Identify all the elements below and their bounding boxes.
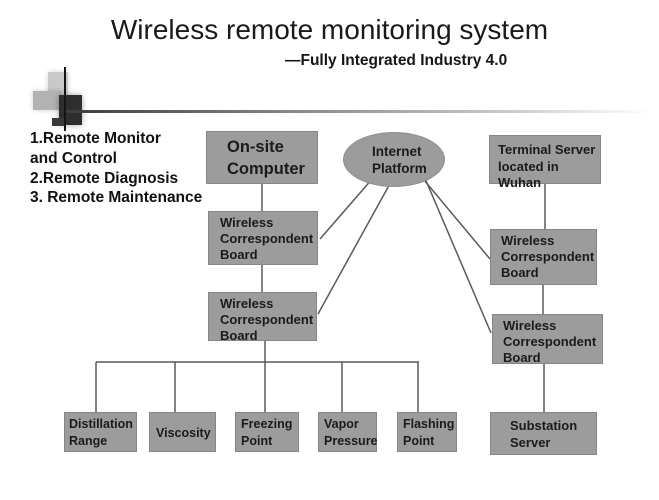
decoration-mid-square xyxy=(33,91,61,110)
feature-line: 3. Remote Maintenance xyxy=(30,189,203,207)
decoration-dark-step xyxy=(52,118,66,126)
node-wireless-board-left-1: Wireless Correspondent Board xyxy=(208,211,318,265)
node-sensor-vapor-pressure: Vapor Pressure xyxy=(318,412,378,452)
page-title: Wireless remote monitoring system xyxy=(110,14,549,45)
node-onsite-computer: On-site Computer xyxy=(206,131,318,184)
node-wireless-board-right-2: Wireless Correspondent Board xyxy=(492,314,603,365)
page-subtitle: —Fully Integrated Industry 4.0 xyxy=(285,52,508,69)
node-substation-server: Substation Server xyxy=(490,412,597,455)
node-sensor-distillation-range: Distillation Range xyxy=(64,412,137,452)
node-sensor-viscosity: Viscosity xyxy=(149,412,216,452)
decoration-horizontal-line xyxy=(66,110,651,113)
feature-line: 2.Remote Diagnosis xyxy=(30,169,179,187)
feature-line: 1.Remote Monitor xyxy=(30,130,161,147)
feature-line: and Control xyxy=(30,149,117,167)
node-internet-platform: Internet Platform xyxy=(343,132,445,187)
node-wireless-board-right-1: Wireless Correspondent Board xyxy=(490,229,597,285)
node-wireless-board-left-2: Wireless Correspondent Board xyxy=(208,292,317,343)
feature-list: 1.Remote Monitor and Control 2.Remote Di… xyxy=(30,129,245,208)
node-terminal-server: Terminal Server located in Wuhan xyxy=(489,135,601,190)
node-sensor-flashing-point: Flashing Point xyxy=(397,412,457,452)
decoration-vertical-line xyxy=(64,67,66,131)
node-sensor-freezing-point: Freezing Point xyxy=(235,412,299,452)
